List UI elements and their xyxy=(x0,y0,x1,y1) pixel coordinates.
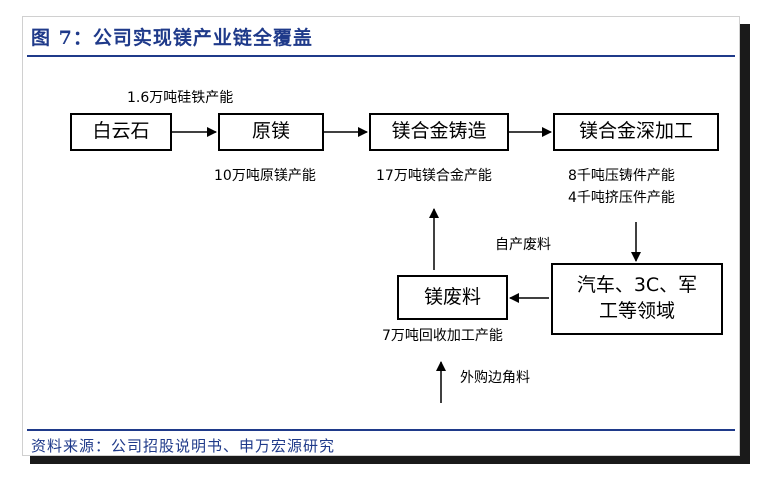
die-cast-capacity-label: 8千吨压铸件产能 xyxy=(568,168,675,184)
title-rule xyxy=(27,55,735,57)
source-rule xyxy=(27,429,735,431)
purchased-scrap-label: 外购边角料 xyxy=(460,370,530,386)
figure-source: 资料来源：公司招股说明书、申万宏源研究 xyxy=(31,437,336,455)
raw-mg-capacity-label: 10万吨原镁产能 xyxy=(214,168,316,184)
node-raw-magnesium: 原镁 xyxy=(218,113,324,151)
node-deep-processing: 镁合金深加工 xyxy=(553,113,719,151)
flow-arrows xyxy=(172,127,641,403)
node-scrap: 镁废料 xyxy=(397,275,508,320)
extrusion-capacity-label: 4千吨挤压件产能 xyxy=(568,190,675,206)
node-applications-text: 汽车、3C、军工等领域 xyxy=(576,274,698,322)
recycling-capacity-label: 7万吨回收加工产能 xyxy=(382,328,503,344)
alloy-capacity-label: 17万吨镁合金产能 xyxy=(376,168,492,184)
node-applications: 汽车、3C、军工等领域 xyxy=(551,263,723,335)
node-dolomite: 白云石 xyxy=(70,113,172,151)
ferrosilicon-capacity-label: 1.6万吨硅铁产能 xyxy=(127,90,234,106)
figure-card: 图 7：公司实现镁产业链全覆盖 1.6万吨硅铁产能 白云石 原镁 镁合金铸造 镁… xyxy=(22,16,740,456)
node-alloy-casting: 镁合金铸造 xyxy=(369,113,509,151)
self-scrap-label: 自产废料 xyxy=(495,237,551,253)
figure-title: 图 7：公司实现镁产业链全覆盖 xyxy=(31,27,313,49)
